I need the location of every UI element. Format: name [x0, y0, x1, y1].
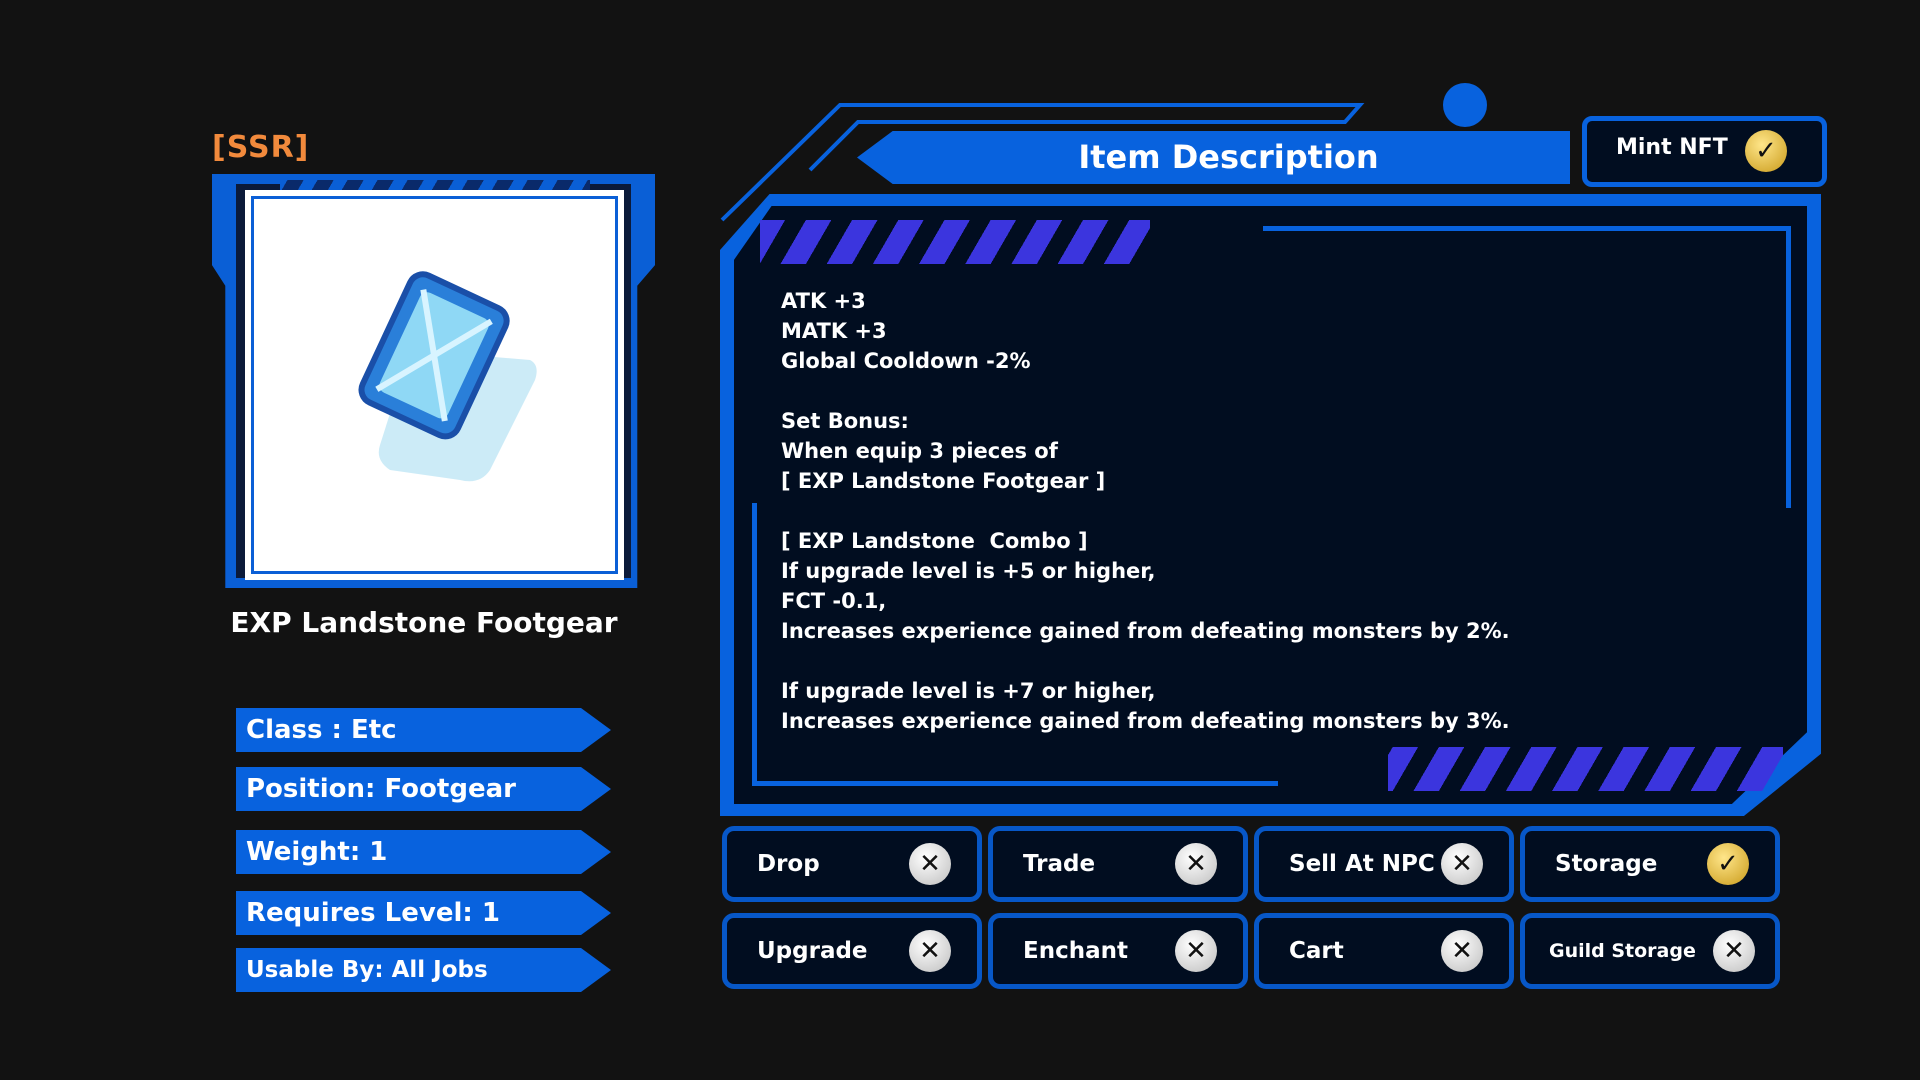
x-icon: ✕ — [1175, 930, 1217, 972]
stat-class: Class : Etc — [236, 708, 611, 752]
panel-line-top — [1263, 226, 1791, 508]
permission-trade: Trade ✕ — [988, 826, 1248, 902]
panel-line-bottom — [752, 503, 1278, 786]
description-panel-inner — [734, 206, 1807, 804]
permission-label: Sell At NPC — [1289, 851, 1435, 877]
x-icon: ✕ — [909, 930, 951, 972]
decor-lines — [720, 103, 1365, 222]
stat-level: Requires Level: 1 — [236, 891, 611, 935]
permission-storage: Storage ✓ — [1520, 826, 1780, 902]
check-icon: ✓ — [1707, 843, 1749, 885]
permission-sell-at-npc: Sell At NPC✕ — [1254, 826, 1514, 902]
permission-enchant: Enchant ✕ — [988, 913, 1248, 989]
panel-title: Item Description — [857, 131, 1570, 184]
permission-label: Drop — [757, 851, 820, 877]
permission-upgrade: Upgrade ✕ — [722, 913, 982, 989]
permission-label: Guild Storage — [1549, 940, 1696, 962]
mint-nft-label: Mint NFT — [1616, 135, 1728, 160]
item-image-area — [245, 190, 624, 580]
stat-usable-by: Usable By: All Jobs — [236, 948, 611, 992]
x-icon: ✕ — [1441, 843, 1483, 885]
permission-label: Storage — [1555, 851, 1658, 877]
permission-cart: Cart ✕ — [1254, 913, 1514, 989]
x-icon: ✕ — [909, 843, 951, 885]
check-icon: ✓ — [1745, 130, 1787, 172]
permission-drop: Drop ✕ — [722, 826, 982, 902]
item-name: EXP Landstone Footgear — [230, 606, 618, 639]
permission-guild-storage: Guild Storage ✕ — [1520, 913, 1780, 989]
permission-label: Cart — [1289, 938, 1344, 964]
permissions-grid: Drop✕ Trade✕ Sell At NPC✕ Storage✓ Upgra… — [722, 826, 1780, 989]
permission-label: Trade — [1023, 851, 1096, 877]
decor-dot — [1443, 83, 1487, 127]
x-icon: ✕ — [1175, 843, 1217, 885]
panel-stripes-top — [760, 220, 1150, 264]
permission-label: Enchant — [1023, 938, 1128, 964]
x-icon: ✕ — [1713, 930, 1755, 972]
panel-stripes-bottom — [1388, 747, 1783, 791]
x-icon: ✕ — [1441, 930, 1483, 972]
rarity-label: [SSR] — [212, 130, 310, 165]
stat-position: Position: Footgear — [236, 767, 611, 811]
stat-weight: Weight: 1 — [236, 830, 611, 874]
item-image — [358, 271, 537, 482]
item-description: ATK +3 MATK +3 Global Cooldown -2% Set B… — [781, 289, 1510, 733]
permission-label: Upgrade — [757, 938, 868, 964]
